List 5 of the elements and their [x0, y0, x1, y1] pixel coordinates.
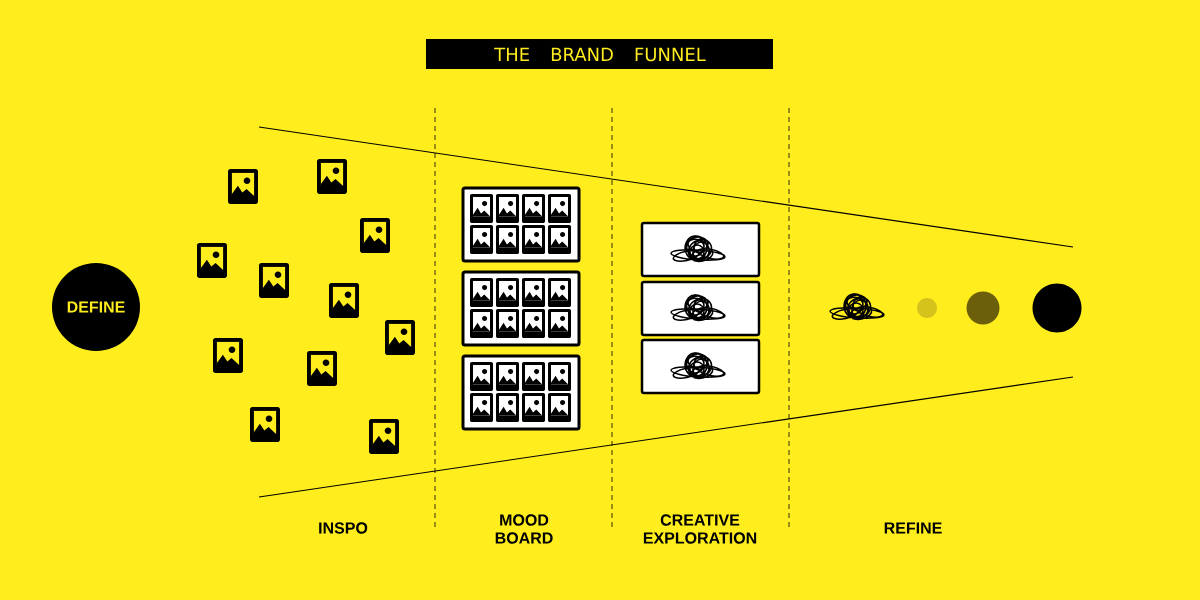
title-banner: THE BRAND FUNNEL — [426, 39, 773, 69]
stage-label: REFINE — [884, 522, 942, 534]
stage-label: CREATIVE EXPLORATION — [643, 514, 757, 544]
stage-label: INSPO — [319, 522, 368, 534]
stage-label: MOOD BOARD — [495, 514, 553, 544]
